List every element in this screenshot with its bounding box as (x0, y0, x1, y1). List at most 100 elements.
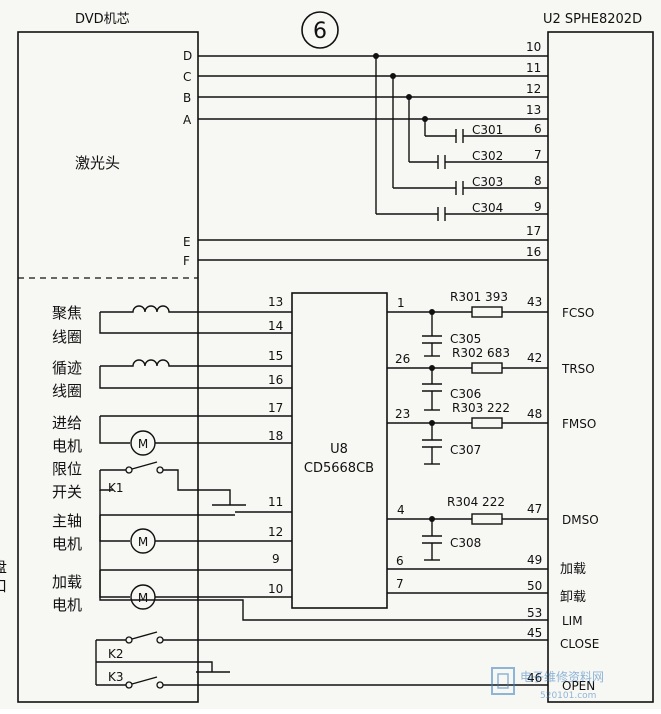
u8-pin-1: 1 (397, 296, 405, 310)
focus-coil-label-2: 线圈 (52, 328, 82, 346)
cap-c302: C302 (472, 149, 503, 163)
u2-pin-7: 7 (534, 148, 542, 162)
u2-pin-13: 13 (526, 103, 541, 117)
k3-label: K3 (108, 670, 124, 684)
line-label-b: B (183, 91, 191, 105)
cap-c304: C304 (472, 201, 503, 215)
watermark: 电子维修资料网 520101.com (491, 667, 604, 701)
u2-pin-49: 49 (527, 553, 542, 567)
r303-label: R303 222 (452, 401, 510, 415)
laser-head-label: 激光头 (75, 154, 120, 172)
edge-fragment-2: 口 (0, 577, 7, 595)
u2-pin-17: 17 (526, 224, 541, 238)
u2-title: U2 SPHE8202D (543, 12, 642, 27)
focus-coil-label-1: 聚焦 (52, 304, 82, 322)
dmso-circuit: 4 R304 222 C308 47 DMSO (387, 495, 599, 561)
u8-pin-16: 16 (268, 373, 283, 387)
k2-label: K2 (108, 647, 124, 661)
load-motor: 加载 电机 M 9 10 (52, 552, 292, 614)
u2-sig-fmso: FMSO (562, 417, 596, 431)
u8-pin-12: 12 (268, 525, 283, 539)
u2-sig-load: 加载 (560, 562, 586, 577)
line-label-c: C (183, 70, 191, 84)
u2-sig-dmso: DMSO (562, 513, 599, 527)
resistor-r303 (471, 417, 503, 429)
u8-pin-4: 4 (397, 503, 405, 517)
u2-pin-6: 6 (534, 122, 542, 136)
load-motor-label-1: 加载 (52, 573, 82, 591)
u2-pin-43: 43 (527, 295, 542, 309)
load-control-lines: 6 49 加载 7 50 卸载 53 LIM 45 CLOSE 46 OPEN (387, 553, 599, 693)
line-label-d: D (183, 49, 192, 63)
u8-pin-26: 26 (395, 352, 410, 366)
u8-pin-18: 18 (268, 429, 283, 443)
u2-box (547, 31, 654, 703)
u2-sig-unload: 卸载 (560, 589, 586, 605)
r301-label: R301 393 (450, 290, 508, 304)
resistor-r304 (471, 513, 503, 525)
u8-pin-10: 10 (268, 582, 283, 596)
u2-pin-11: 11 (526, 61, 541, 75)
u2-pin-42: 42 (527, 351, 542, 365)
u2-pin-46: 46 (527, 671, 542, 685)
track-coil-label-1: 循迹 (52, 359, 82, 377)
spindle-motor-label-2: 电机 (52, 535, 82, 553)
cap-c305: C305 (450, 332, 481, 346)
dvd-core-title: DVD机芯 (75, 12, 130, 27)
svg-text:M: M (138, 535, 148, 549)
r304-label: R304 222 (447, 495, 505, 509)
resistor-r301 (471, 306, 503, 318)
u2-pin-9: 9 (534, 200, 542, 214)
resistor-r302 (471, 362, 503, 374)
spindle-motor: 主轴 电机 M 12 (52, 512, 292, 554)
edge-fragment-1: 盘 (0, 558, 7, 576)
trso-circuit: 26 R302 683 C306 42 TRSO (387, 346, 595, 411)
callout-number: 6 (313, 19, 327, 44)
load-motor-label-2: 电机 (52, 596, 82, 614)
door-switches: K2 K3 (95, 631, 548, 689)
track-coil-label-2: 线圈 (52, 382, 82, 400)
u2-pin-12: 12 (526, 82, 541, 96)
u2-pin-47: 47 (527, 502, 542, 516)
focus-coil: 聚焦 线圈 13 14 (52, 295, 292, 346)
cap-c307: C307 (450, 443, 481, 457)
k1-label: K1 (108, 481, 124, 495)
u8-pin-14: 14 (268, 319, 283, 333)
u8-pin-11: 11 (268, 495, 283, 509)
cap-c301: C301 (472, 123, 503, 137)
u8-name: U8 (330, 442, 348, 457)
line-label-a: A (183, 113, 192, 127)
fmso-circuit: 23 R303 222 C307 48 FMSO (387, 401, 596, 465)
u2-pin-8: 8 (534, 174, 542, 188)
u8-pin-23: 23 (395, 407, 410, 421)
u2-sig-lim: LIM (562, 614, 583, 628)
track-coil: 循迹 线圈 15 16 (52, 349, 292, 400)
limit-switch-label-2: 开关 (52, 483, 82, 501)
spindle-motor-label-1: 主轴 (52, 512, 82, 530)
watermark-sub: 520101.com (540, 691, 596, 701)
u2-pin-10: 10 (526, 40, 541, 54)
feed-motor-label-2: 电机 (52, 437, 82, 455)
u8-part: CD5668CB (304, 461, 374, 476)
u8-pin-9: 9 (272, 552, 280, 566)
top-capacitors: C301 6 C302 7 C303 8 C304 9 (437, 122, 548, 221)
cap-c308: C308 (450, 536, 481, 550)
laser-lines: D C B A E F 10 11 12 13 17 16 (183, 40, 548, 268)
line-label-e: E (183, 235, 191, 249)
u2-pin-53: 53 (527, 606, 542, 620)
limit-switch-label-1: 限位 (52, 460, 82, 478)
u2-pin-50: 50 (527, 579, 542, 593)
watermark-text: 电子维修资料网 (520, 669, 604, 684)
feed-motor: 进给 电机 M 17 18 (52, 401, 292, 456)
u2-sig-trso: TRSO (561, 362, 595, 376)
cap-c303: C303 (472, 175, 503, 189)
u2-pin-16: 16 (526, 245, 541, 259)
u2-pin-48: 48 (527, 407, 542, 421)
u2-sig-close: CLOSE (560, 637, 599, 651)
u8-pin-6: 6 (396, 554, 404, 568)
u8-pin-17: 17 (268, 401, 283, 415)
u2-sig-open: OPEN (562, 679, 595, 693)
svg-text:M: M (138, 437, 148, 451)
